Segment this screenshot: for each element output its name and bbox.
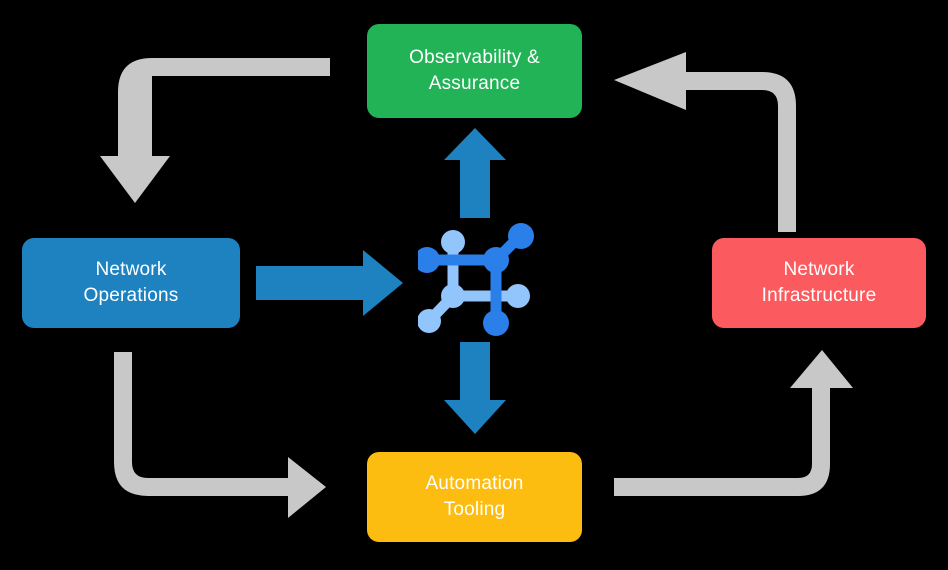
arrow-center-to-observability xyxy=(444,128,506,218)
node-observability-assurance[interactable]: Observability & Assurance xyxy=(367,24,582,118)
network-topology-icon xyxy=(418,223,534,336)
icon-node-light-right xyxy=(506,284,530,308)
node-network-operations[interactable]: Network Operations xyxy=(22,238,240,328)
arrow-observability-to-operations xyxy=(100,58,330,203)
icon-node-light-bottom-left xyxy=(418,309,441,333)
node-automation-tooling[interactable]: Automation Tooling xyxy=(367,452,582,542)
icon-node-dark-bottom xyxy=(483,310,509,336)
icon-node-dark-hub xyxy=(483,247,509,273)
arrow-center-to-automation xyxy=(444,342,506,434)
icon-node-dark-left xyxy=(418,247,440,273)
node-network-infrastructure[interactable]: Network Infrastructure xyxy=(712,238,926,328)
arrow-operations-to-center xyxy=(256,250,403,316)
arrow-operations-to-automation xyxy=(114,352,326,518)
arrow-infrastructure-to-observability xyxy=(614,52,796,232)
arrow-automation-to-infrastructure xyxy=(614,350,853,496)
icon-node-dark-top-right xyxy=(508,223,534,249)
icon-node-light-mid xyxy=(441,284,465,308)
icon-node-light-top xyxy=(441,230,465,254)
